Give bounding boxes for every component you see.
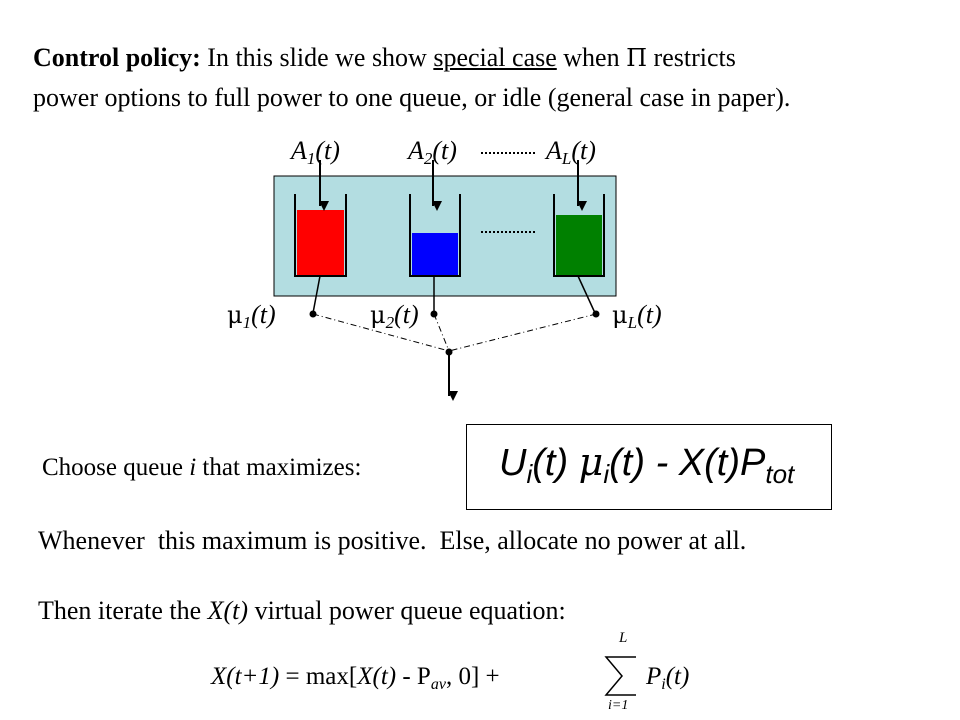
queue-L-fill bbox=[556, 215, 602, 276]
queue-2-bucket bbox=[409, 194, 461, 277]
update-formula: X(t+1) = max[X(t) - Pav, 0] + bbox=[211, 663, 500, 693]
service-label-1: μ1(t) bbox=[227, 300, 276, 332]
sum-upper-limit: L bbox=[619, 630, 628, 646]
switch-dot bbox=[445, 348, 453, 356]
whenever-text: Whenever this maximum is positive. Else,… bbox=[38, 526, 747, 555]
service-label-L: μL(t) bbox=[612, 300, 662, 332]
arrival-label-1: A1(t) bbox=[291, 136, 340, 168]
arrival-label-2: A2(t) bbox=[408, 136, 457, 168]
service-label-2: μ2(t) bbox=[370, 300, 419, 332]
queue-2-fill bbox=[412, 233, 458, 276]
intro-line-2: power options to full power to one queue… bbox=[33, 83, 791, 112]
queue-1-bucket bbox=[294, 194, 347, 277]
power-term: Pi(t) bbox=[646, 663, 690, 693]
special-case-underlined: special case bbox=[433, 43, 557, 72]
queue-1-fill bbox=[297, 210, 344, 276]
intro-line-1: Control policy: In this slide we show sp… bbox=[33, 38, 790, 78]
link-1 bbox=[312, 313, 450, 352]
server-1-line bbox=[312, 275, 321, 314]
server-L-line bbox=[577, 275, 596, 314]
pi-symbol: Π bbox=[626, 44, 648, 72]
link-L bbox=[448, 313, 597, 352]
intro-text-2: when bbox=[556, 43, 627, 72]
sum-lower-limit: i=1 bbox=[608, 698, 629, 713]
link-2 bbox=[433, 313, 450, 352]
choose-queue-text: Choose queue i that maximizes: bbox=[42, 454, 362, 481]
objective-expression: Ui(t) μi(t) - X(t)Ptot bbox=[499, 440, 795, 489]
sigma-icon bbox=[604, 656, 636, 696]
intro-text-1: In this slide we show bbox=[200, 43, 434, 72]
control-policy-heading: Control policy: bbox=[33, 43, 201, 72]
iterate-text: Then iterate the X(t) virtual power queu… bbox=[38, 596, 566, 625]
intro-text-3: restricts bbox=[647, 43, 736, 72]
queue-L-bucket bbox=[553, 194, 605, 277]
arrival-label-L: AL(t) bbox=[546, 136, 596, 168]
intro-text: Control policy: In this slide we show sp… bbox=[33, 38, 790, 118]
objective-box bbox=[466, 424, 832, 510]
